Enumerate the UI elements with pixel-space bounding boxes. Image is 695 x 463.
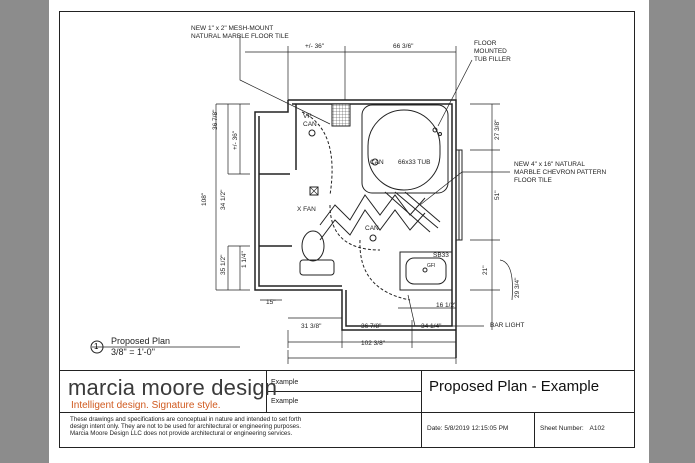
company-logo: marcia moore design	[68, 375, 278, 400]
titleblock-divider-2	[421, 370, 422, 448]
example-field-1: Example	[271, 379, 299, 386]
view-scale: 3/8" = 1'-0"	[111, 347, 155, 357]
can-light-2	[371, 158, 379, 166]
dim-bottom-102-3-8: 102 3/8"	[361, 340, 385, 347]
view-title: Proposed Plan	[111, 336, 171, 346]
view-number-circle	[90, 340, 104, 354]
dim-left-35-1-2: 35 1/2"	[220, 254, 227, 275]
drawing-sheet	[49, 0, 649, 463]
label-vp-can: VP CAN	[303, 113, 317, 128]
dim-left-1-1-4: 1 1/4"	[241, 251, 248, 268]
callout-bar-light: BAR LIGHT	[490, 322, 525, 329]
mesh-tile-patch	[331, 103, 351, 127]
titleblock-mid-line	[59, 412, 635, 413]
label-tub: 66x33 TUB	[398, 159, 431, 166]
date-field: Date: 5/8/2019 12:15:05 PM	[427, 425, 508, 432]
example-field-2: Example	[271, 398, 299, 405]
date-label: Date:	[427, 425, 443, 432]
dim-bottom-15: 15"	[266, 299, 276, 306]
label-can-1: CAN	[370, 159, 384, 166]
label-sb33: SB33	[433, 252, 449, 259]
sheet-number-label: Sheet Number:	[540, 425, 584, 432]
titleblock-top-line	[59, 370, 635, 371]
dim-top-left: +/- 36"	[305, 43, 325, 50]
dim-bottom-31-3-8: 31 3/8"	[301, 323, 322, 330]
dim-bottom-34-1-4: 34 1/4"	[421, 323, 442, 330]
view-number: 1	[94, 342, 99, 351]
label-x-fan: X FAN	[297, 206, 316, 213]
dim-left-34-1-2: 34 1/2"	[220, 189, 227, 210]
shower-curve	[301, 111, 333, 196]
dim-left-36: +/- 36"	[232, 130, 239, 150]
dim-left-36-7-8: 36 7/8"	[212, 109, 219, 130]
leaders	[239, 36, 510, 327]
toilet	[299, 230, 335, 276]
vanity	[399, 251, 453, 291]
door-swing-1	[329, 204, 381, 251]
can-light-1	[308, 129, 316, 137]
sheet-number-value: A102	[589, 425, 605, 432]
dim-left-108: 108"	[201, 192, 208, 206]
sheet-number-field: Sheet Number: A102	[540, 425, 605, 432]
dim-right-51: 51"	[494, 190, 501, 200]
fan-box	[309, 186, 319, 196]
date-value: 5/8/2019 12:15:05 PM	[444, 425, 509, 432]
dim-right-21: 21"	[482, 265, 489, 275]
walls	[254, 99, 457, 358]
label-gfi: GFI	[427, 263, 436, 269]
callout-chevron-tile: NEW 4" x 16" NATURAL MARBLE CHEVRON PATT…	[514, 161, 607, 184]
company-tagline: Intelligent design. Signature style.	[71, 400, 221, 411]
dim-bottom-36-7-8: 36 7/8"	[361, 323, 382, 330]
callout-tub-filler: FLOOR MOUNTED TUB FILLER	[474, 40, 511, 63]
chevron-tile-area	[319, 191, 441, 241]
dim-right-27-3-8: 27 3/8"	[494, 119, 501, 140]
dimension-lines	[215, 46, 513, 364]
callout-floor-tile: NEW 1" x 2" MESH-MOUNT NATURAL MARBLE FL…	[191, 25, 289, 40]
disclaimer: These drawings and specifications are co…	[70, 416, 302, 438]
dim-bottom-16-1-2: 16 1/2"	[436, 302, 457, 309]
titleblock-example-line	[266, 391, 421, 392]
sheet-border	[59, 11, 635, 448]
label-can-2: CAN	[365, 225, 379, 232]
project-title: Proposed Plan - Example	[429, 378, 600, 395]
can-light-3	[369, 234, 377, 242]
titleblock-divider-3	[534, 412, 535, 448]
dim-top-right: 66 3/6"	[393, 43, 414, 50]
dim-right-29-3-4: 29 3/4"	[514, 277, 521, 298]
door-swing-2	[359, 239, 411, 301]
tub	[361, 104, 449, 194]
